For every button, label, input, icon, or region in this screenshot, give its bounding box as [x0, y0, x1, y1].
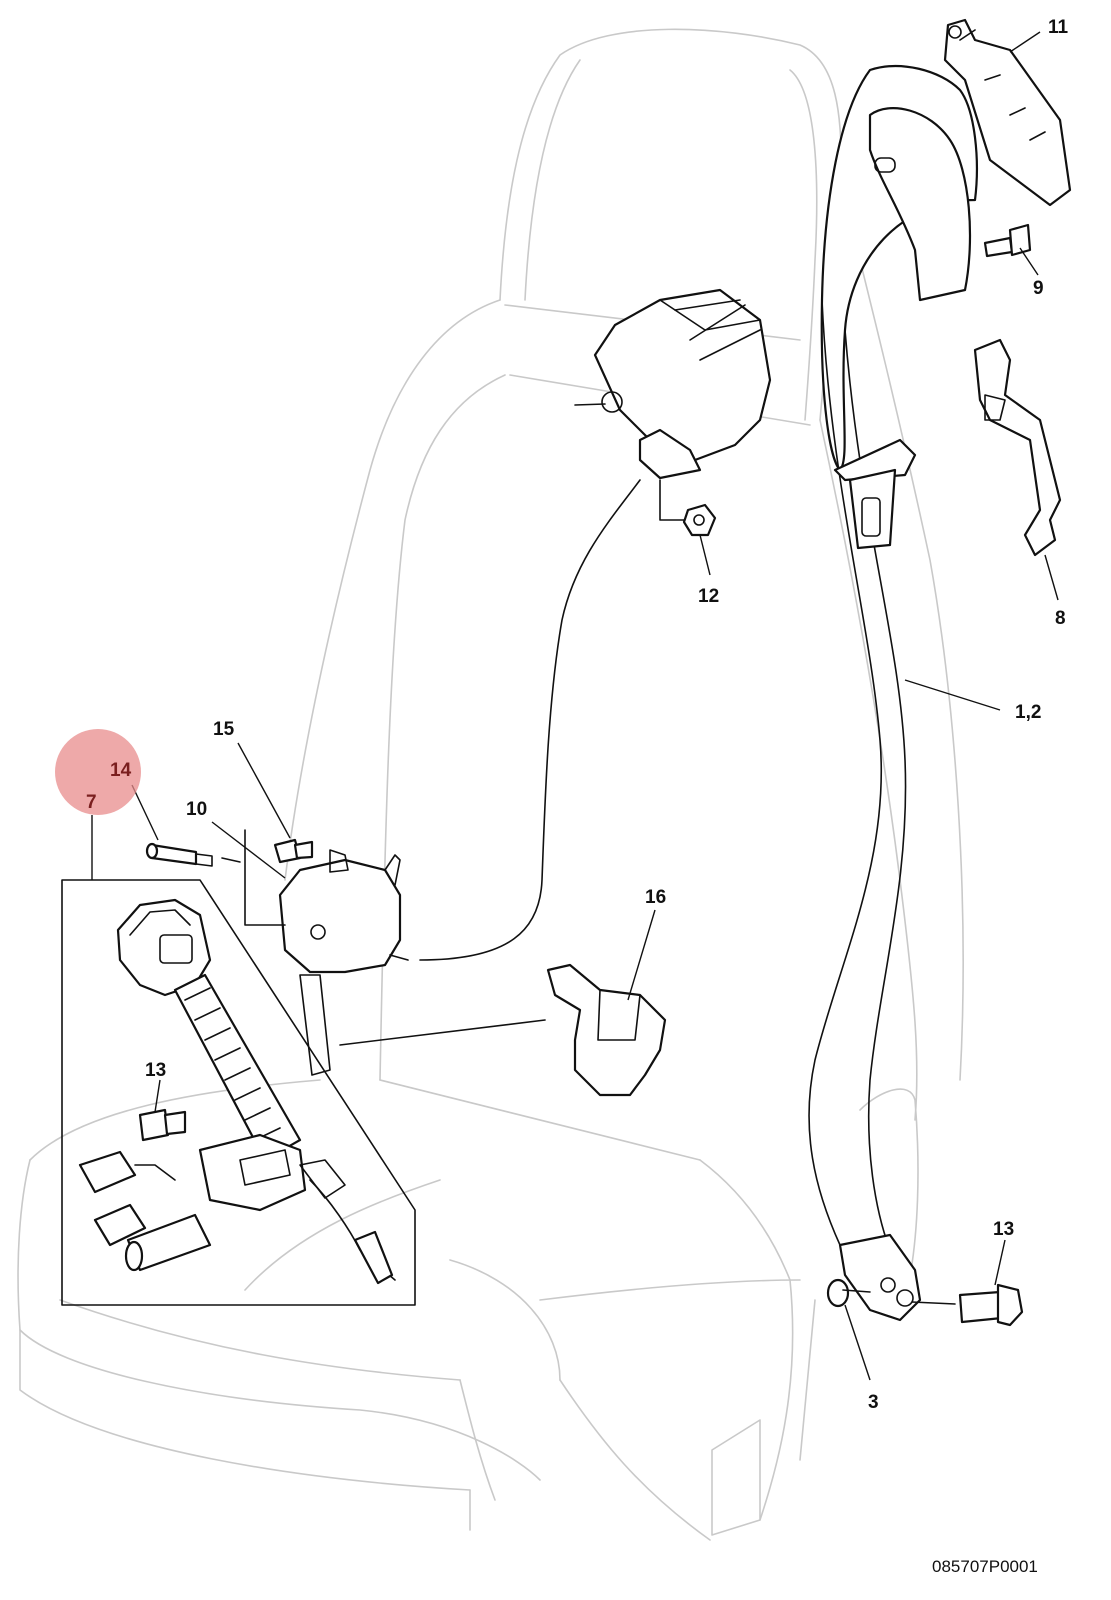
callout-16: 16 [645, 887, 666, 908]
part-7-buckle-assembly [61, 879, 416, 1306]
leader-lines [91, 31, 1059, 1381]
callout-15: 15 [213, 719, 235, 740]
callout-14: 14 [110, 760, 132, 781]
callout-9: 9 [1033, 278, 1044, 299]
belt-retractor [419, 288, 772, 961]
part-13-bolt-right [911, 1283, 1024, 1327]
part-10-buckle-housing [244, 829, 409, 1076]
part-12-nut [682, 503, 717, 537]
callout-7: 7 [86, 792, 97, 813]
part-8-bracket [973, 338, 1062, 557]
callout-labels: 11 9 8 12 1,2 15 14 7 10 16 13 13 3 [86, 17, 1069, 1413]
seat-belt-webbing [808, 64, 978, 1322]
part-14-pin [145, 842, 241, 867]
part-16-clip [339, 963, 667, 1097]
part-3-spacer [826, 1278, 871, 1308]
callout-13-left: 13 [145, 1060, 166, 1081]
seat-outline [17, 28, 964, 1541]
callout-13-right: 13 [993, 1219, 1014, 1240]
callout-11: 11 [1048, 17, 1069, 38]
callout-1-2: 1,2 [1015, 702, 1041, 723]
callout-10: 10 [186, 799, 207, 820]
callout-8: 8 [1055, 608, 1066, 629]
callout-12: 12 [698, 586, 719, 607]
part-11-bracket [943, 18, 1072, 207]
callout-3: 3 [868, 1392, 879, 1413]
drawing-code: 085707P0001 [932, 1557, 1038, 1576]
part-15-bolt [273, 838, 314, 864]
part-9-bolt [983, 223, 1032, 258]
highlight-circle [55, 729, 141, 815]
